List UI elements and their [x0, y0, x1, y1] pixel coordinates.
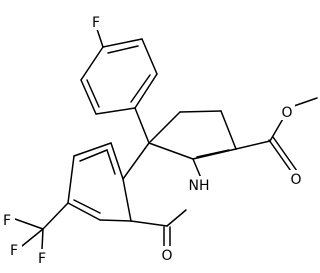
atom-o-ester-carbonyl: O — [290, 172, 301, 188]
methyl-ester — [235, 97, 318, 175]
atom-f-aryl: F — [92, 15, 100, 31]
atom-f-cf3-2: F — [38, 251, 46, 267]
atom-o-lactam: O — [161, 248, 172, 264]
atom-f-cf3-3: F — [10, 243, 18, 259]
atom-f-cf3-1: F — [3, 213, 11, 229]
fluorophenyl-ring — [80, 38, 158, 115]
cyclopentene-ring — [148, 110, 237, 160]
atom-o-ester-ether: O — [281, 105, 292, 121]
bond-aryl-quaternary — [134, 107, 150, 144]
lactam-ring — [122, 142, 202, 227]
atom-nh-amide: NH — [189, 178, 210, 194]
bond-c-f-aryl — [96, 28, 104, 48]
trifluoromethyl — [14, 202, 69, 250]
benzo-ring — [67, 142, 132, 222]
